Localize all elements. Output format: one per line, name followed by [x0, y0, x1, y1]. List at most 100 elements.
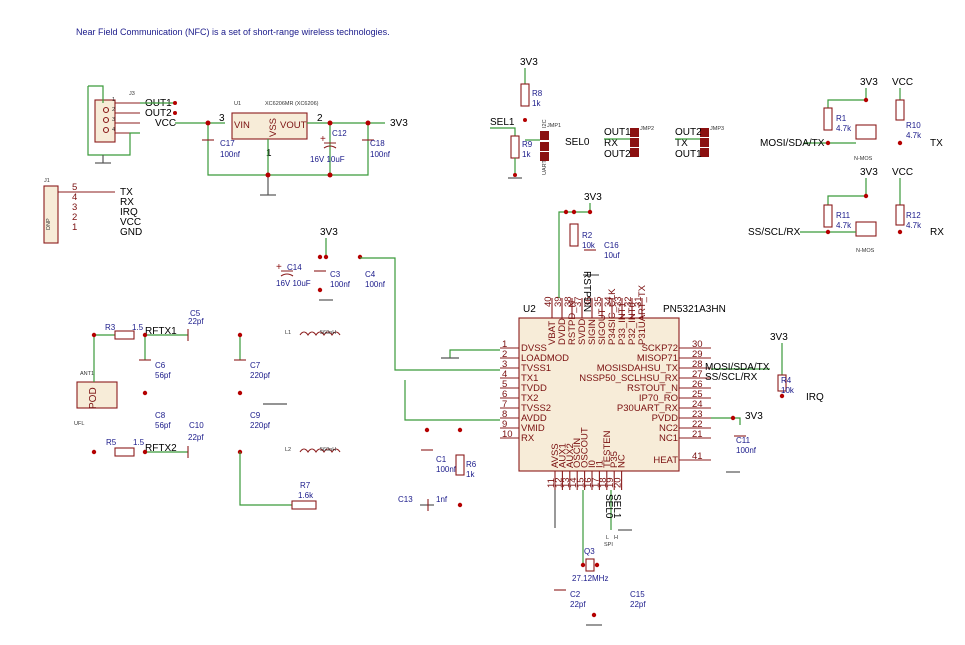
u2-pin-name: VBAT — [547, 321, 558, 345]
u2-pin-num: 7 — [502, 399, 507, 410]
svg-text:100nf: 100nf — [330, 280, 351, 289]
u2-top-pins: 40VBAT39DVDD38RSTPD_N37SVDD36SIGIN35SIGO… — [543, 284, 648, 345]
svg-text:C13: C13 — [398, 495, 413, 504]
u2-pin-num: 28 — [692, 359, 703, 370]
svg-text:MOSI/SDA/TX: MOSI/SDA/TX — [705, 362, 770, 373]
svg-text:100nf: 100nf — [436, 465, 457, 474]
svg-text:1k: 1k — [532, 99, 541, 108]
u2-pin-name: AUX1 — [557, 443, 568, 468]
u2-pin-name: OSCOUT — [580, 427, 591, 468]
svg-text:4.7k: 4.7k — [906, 221, 922, 230]
u2-pin-num: 32 — [623, 296, 634, 307]
svg-text:10k: 10k — [582, 241, 596, 250]
svg-text:R1: R1 — [836, 114, 847, 123]
svg-text:560nH: 560nH — [320, 330, 336, 336]
u2-pin-name: SIGIN — [587, 319, 598, 345]
u2-pin-num: 2 — [502, 349, 507, 360]
svg-text:C10: C10 — [189, 421, 204, 430]
svg-text:R5: R5 — [106, 438, 117, 447]
svg-text:SEL1: SEL1 — [490, 117, 515, 128]
u2-pin-num: 15 — [576, 477, 587, 488]
svg-text:4.7k: 4.7k — [836, 221, 852, 230]
svg-text:4.7k: 4.7k — [906, 131, 922, 140]
u2-pin-name: AVDD — [521, 413, 547, 424]
u2-pin-num: 3 — [502, 359, 507, 370]
svg-text:C15: C15 — [630, 590, 645, 599]
svg-text:C9: C9 — [250, 411, 261, 420]
svg-text:3V3: 3V3 — [860, 77, 878, 88]
u2-pin-name: SVDD — [577, 318, 588, 345]
svg-text:3: 3 — [219, 113, 225, 124]
svg-text:5: 5 — [72, 182, 77, 193]
svg-text:GND: GND — [120, 227, 142, 238]
svg-text:3: 3 — [72, 202, 77, 213]
svg-text:560nH: 560nH — [320, 447, 336, 453]
u2-pin-name: I0 — [587, 460, 598, 468]
svg-text:I2C: I2C — [542, 119, 548, 128]
u2-pin-name: P33_INT1 — [617, 302, 628, 345]
u2-pin-num: 33 — [613, 296, 624, 307]
svg-text:OUT1: OUT1 — [675, 149, 702, 160]
svg-text:C2: C2 — [570, 590, 581, 599]
svg-text:RSTPDN: RSTPDN — [581, 271, 592, 312]
svg-text:22pf: 22pf — [188, 317, 204, 326]
u2-pin-num: 26 — [692, 379, 703, 390]
u2-pin-num: 20 — [613, 477, 624, 488]
u2-pin-num: 9 — [502, 419, 507, 430]
u2-pin-name: P30UART_RX — [617, 403, 679, 414]
svg-text:1.6k: 1.6k — [298, 491, 314, 500]
svg-text:3V3: 3V3 — [584, 192, 602, 203]
u2-pin-num: 39 — [553, 296, 564, 307]
svg-text:3: 3 — [112, 117, 115, 123]
u2-pin-name: NC2 — [659, 423, 678, 434]
u2-pin-name: TX1 — [521, 373, 538, 384]
svg-text:22pf: 22pf — [188, 433, 204, 442]
svg-text:3V3: 3V3 — [320, 227, 338, 238]
svg-text:OUT1: OUT1 — [604, 127, 631, 138]
u2-pin-name: MOSISDAHSU_TX — [597, 363, 679, 374]
svg-text:VCC: VCC — [892, 77, 913, 88]
svg-text:JMP1: JMP1 — [547, 123, 561, 129]
svg-text:1nf: 1nf — [436, 495, 448, 504]
svg-text:1: 1 — [72, 222, 77, 233]
u2-pin-name: MISOP71 — [637, 353, 678, 364]
svg-text:ANT1: ANT1 — [80, 371, 94, 377]
svg-text:1.5: 1.5 — [133, 438, 145, 447]
svg-text:C3: C3 — [330, 270, 341, 279]
svg-text:R2: R2 — [582, 231, 593, 240]
u2-pin-num: 35 — [593, 296, 604, 307]
u2-pin-name: AUX2 — [565, 443, 576, 468]
svg-text:C6: C6 — [155, 361, 166, 370]
u2-right-pins: 30SCKP7229MISOP7128MOSISDAHSU_TX27NSSP50… — [579, 339, 711, 466]
svg-text:SS/SCL/RX: SS/SCL/RX — [748, 227, 801, 238]
svg-text:16V 10uF: 16V 10uF — [310, 155, 345, 164]
u2-pin-num: 10 — [502, 429, 513, 440]
svg-text:1.5: 1.5 — [132, 323, 144, 332]
svg-text:J1: J1 — [44, 178, 50, 184]
u2-pin-name: NC1 — [659, 433, 678, 444]
j3-net-vcc: VCC — [155, 118, 176, 129]
svg-text:56pf: 56pf — [155, 371, 171, 380]
svg-text:+: + — [320, 134, 326, 145]
svg-text:POD: POD — [88, 387, 99, 409]
u2-pin-name: RSTPD_N — [567, 301, 578, 345]
svg-text:U2: U2 — [523, 304, 536, 315]
u2-pin-num: 17 — [590, 477, 601, 488]
u2-pin-name: LOADMOD — [521, 353, 569, 364]
svg-text:RX: RX — [604, 138, 618, 149]
svg-text:VCC: VCC — [120, 217, 141, 228]
svg-text:100nf: 100nf — [365, 280, 386, 289]
svg-text:16V 10uF: 16V 10uF — [276, 279, 311, 288]
svg-text:SS/SCL/RX: SS/SCL/RX — [705, 372, 758, 383]
svg-text:J3: J3 — [129, 91, 135, 97]
u2-pin-num: 34 — [603, 296, 614, 307]
u2-pin-name: HEAT — [653, 455, 678, 466]
svg-text:C12: C12 — [332, 129, 347, 138]
u2-pin-name: TVSS2 — [521, 403, 551, 414]
svg-text:IRQ: IRQ — [120, 207, 138, 218]
svg-text:VOUT: VOUT — [280, 120, 307, 131]
svg-text:U1: U1 — [234, 101, 241, 107]
